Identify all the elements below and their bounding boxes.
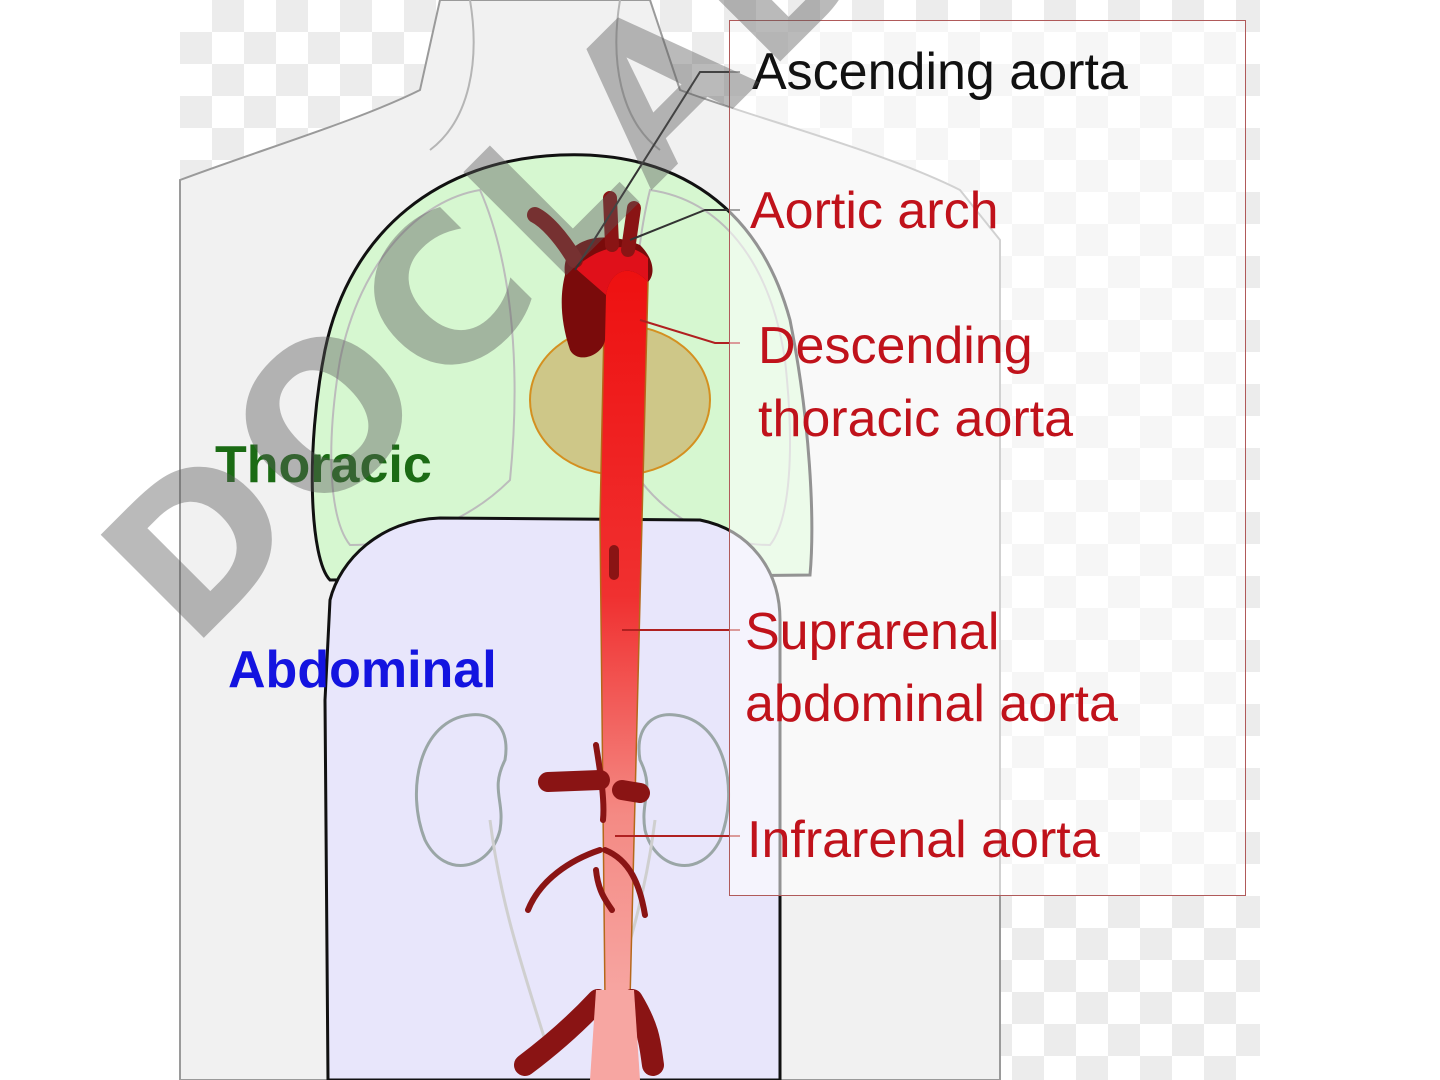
region-label-abdominal: Abdominal [228, 641, 497, 699]
brachiocephalic-artery [527, 207, 583, 268]
left-renal-artery [538, 770, 610, 792]
neck-outline [429, 0, 661, 151]
label-panel [729, 20, 1246, 896]
aortic-bifurcation [590, 990, 640, 1080]
right-kidney [637, 713, 731, 867]
leader-arch [629, 209, 740, 241]
abdominal-cavity [323, 516, 782, 1080]
label-suprarenal-line2: abdominal aorta [745, 675, 1118, 733]
leader-ascending [574, 71, 740, 271]
label-descending-line2: thoracic aorta [758, 390, 1074, 448]
arch-highlight [575, 247, 648, 295]
label-descending-line1: Descending [758, 317, 1033, 375]
label-ascending-aorta: Ascending aorta [752, 43, 1128, 101]
superior-mesenteric-artery [593, 742, 607, 823]
left-subclavian [621, 201, 641, 257]
leader-lines [574, 71, 740, 271]
left-kidney [414, 713, 508, 867]
left-common-carotid [603, 191, 619, 252]
left-lung-outline [330, 188, 516, 547]
right-common-iliac [621, 989, 664, 1076]
right-renal-artery [612, 780, 650, 803]
label-aortic-arch: Aortic arch [750, 182, 999, 240]
label-infrarenal-aorta: Infrarenal aorta [747, 811, 1100, 869]
label-suprarenal-line1: Suprarenal [745, 603, 1000, 661]
region-label-thoracic: Thoracic [215, 436, 432, 494]
left-common-iliac [514, 989, 609, 1076]
gonadal-arteries [525, 847, 648, 918]
